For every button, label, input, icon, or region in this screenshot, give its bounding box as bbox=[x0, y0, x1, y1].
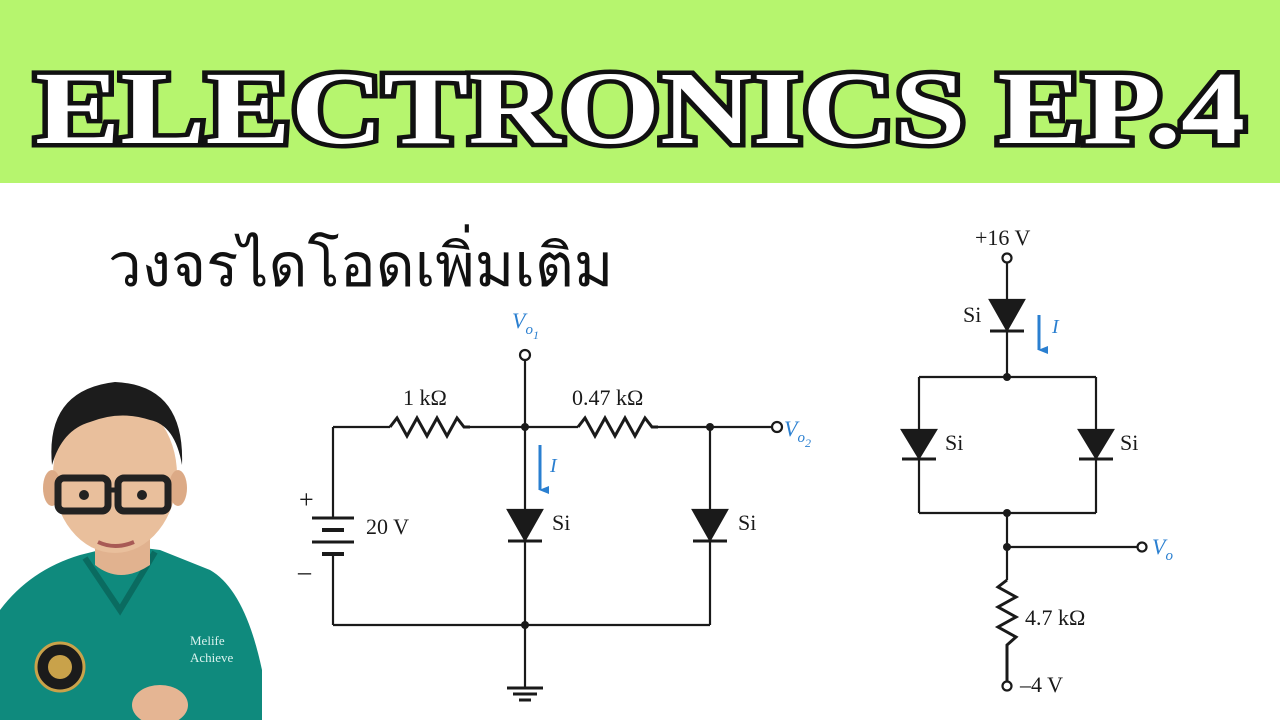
resistor-047k bbox=[576, 414, 658, 440]
current-label-1: I bbox=[549, 455, 558, 477]
circuit-1-nodes bbox=[521, 423, 714, 629]
vo1-label: Vo1 bbox=[512, 308, 539, 342]
vo-label: Vo bbox=[1152, 534, 1173, 564]
minus4-terminal bbox=[1001, 680, 1013, 692]
source-label: 20 V bbox=[366, 514, 409, 539]
supply-top-label: +16 V bbox=[975, 225, 1031, 250]
vo1-terminal bbox=[518, 348, 532, 362]
title-banner-text: ELECTRONICS EP.4 bbox=[31, 47, 1250, 171]
circuit-2 bbox=[900, 252, 1148, 692]
diode-top-label: Si bbox=[963, 302, 981, 327]
current-label-2: I bbox=[1051, 316, 1060, 338]
diode-2-label: Si bbox=[738, 510, 756, 535]
vo2-terminal bbox=[770, 420, 784, 434]
diode-left-label: Si bbox=[945, 430, 963, 455]
circuit-1-blue-labels: I Vo1 Vo2 bbox=[512, 308, 811, 477]
circuit-2-labels: +16 V Si Si Si 4.7 kΩ –4 V bbox=[945, 225, 1138, 697]
diode-1-label: Si bbox=[552, 510, 570, 535]
diode-left-symbol bbox=[900, 428, 938, 461]
diode-top-symbol bbox=[988, 298, 1026, 333]
circuit-1-labels: 1 kΩ 0.47 kΩ 20 V + – Si Si bbox=[297, 385, 756, 586]
diode-right-symbol bbox=[1077, 428, 1115, 461]
minus-sign: – bbox=[297, 557, 312, 586]
vo-terminal bbox=[1136, 541, 1148, 553]
plus-sign: + bbox=[299, 485, 314, 514]
resistor-47k bbox=[994, 578, 1020, 682]
video-title: ELECTRONICS EP.4 bbox=[35, 51, 1245, 166]
circuit-2-nodes bbox=[1003, 373, 1011, 551]
resistor-label: 4.7 kΩ bbox=[1025, 605, 1085, 630]
presenter-photo: Melife Achieve bbox=[0, 382, 262, 720]
diode-2-symbol bbox=[691, 508, 729, 543]
resistor-1k bbox=[388, 414, 470, 440]
r1-label: 1 kΩ bbox=[403, 385, 447, 410]
video-subtitle: วงจรไดโอดเพิ่มเติม bbox=[108, 231, 614, 301]
plus16-terminal bbox=[1001, 252, 1013, 264]
diode-right-label: Si bbox=[1120, 430, 1138, 455]
supply-bottom-label: –4 V bbox=[1019, 672, 1063, 697]
r2-label: 0.47 kΩ bbox=[572, 385, 643, 410]
shirt-text-2: Achieve bbox=[190, 650, 234, 665]
vo2-label: Vo2 bbox=[784, 416, 811, 450]
shirt-text-1: Melife bbox=[190, 633, 225, 648]
circuit-2-blue-labels: I Vo bbox=[1051, 316, 1173, 564]
title-banner bbox=[0, 0, 1280, 183]
diode-1-symbol bbox=[506, 508, 544, 543]
